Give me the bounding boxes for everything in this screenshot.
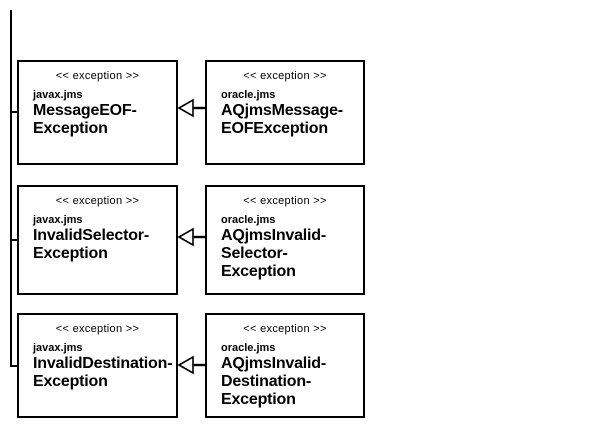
stereotype-label: << exception >> (243, 195, 327, 207)
hierarchy-spine-line (10, 10, 12, 367)
spine-branch-stub-1 (10, 111, 19, 113)
spine-branch-stub-2 (10, 239, 19, 241)
package-label: oracle.jms (221, 89, 276, 101)
class-name-label: InvalidDestination- Exception (33, 355, 173, 390)
stereotype-label: << exception >> (55, 323, 140, 335)
class-name-label: AQjmsInvalid- Selector- Exception (221, 227, 326, 280)
class-box-javax-invalidselector-exception[interactable]: << exception >> javax.jms InvalidSelecto… (17, 185, 178, 295)
class-box-aqjms-messageeofexception[interactable]: << exception >> oracle.jms AQjmsMessage-… (205, 60, 365, 165)
class-name-label: InvalidSelector- Exception (33, 227, 149, 262)
package-label: oracle.jms (221, 214, 276, 226)
package-label: oracle.jms (221, 342, 276, 354)
class-box-aqjms-invaliddestinationexception[interactable]: << exception >> oracle.jms AQjmsInvalid-… (205, 313, 365, 418)
class-name-label: MessageEOF- Exception (33, 102, 137, 137)
stereotype-label: << exception >> (243, 323, 327, 335)
class-box-javax-invaliddestination-exception[interactable]: << exception >> javax.jms InvalidDestina… (17, 313, 178, 418)
class-box-javax-messageeof-exception[interactable]: << exception >> javax.jms MessageEOF- Ex… (17, 60, 178, 165)
package-label: javax.jms (33, 214, 83, 226)
package-label: javax.jms (33, 89, 83, 101)
class-name-label: AQjmsMessage- EOFException (221, 102, 343, 137)
stereotype-label: << exception >> (243, 70, 327, 82)
stereotype-label: << exception >> (55, 70, 140, 82)
class-name-label: AQjmsInvalid- Destination- Exception (221, 355, 326, 408)
package-label: javax.jms (33, 342, 83, 354)
spine-branch-stub-3 (10, 365, 19, 367)
stereotype-label: << exception >> (55, 195, 140, 207)
generalization-arrow-row-2 (178, 224, 206, 250)
generalization-arrow-row-3 (178, 352, 206, 378)
class-box-aqjms-invalidselectorexception[interactable]: << exception >> oracle.jms AQjmsInvalid-… (205, 185, 365, 295)
generalization-arrow-row-1 (178, 95, 206, 121)
